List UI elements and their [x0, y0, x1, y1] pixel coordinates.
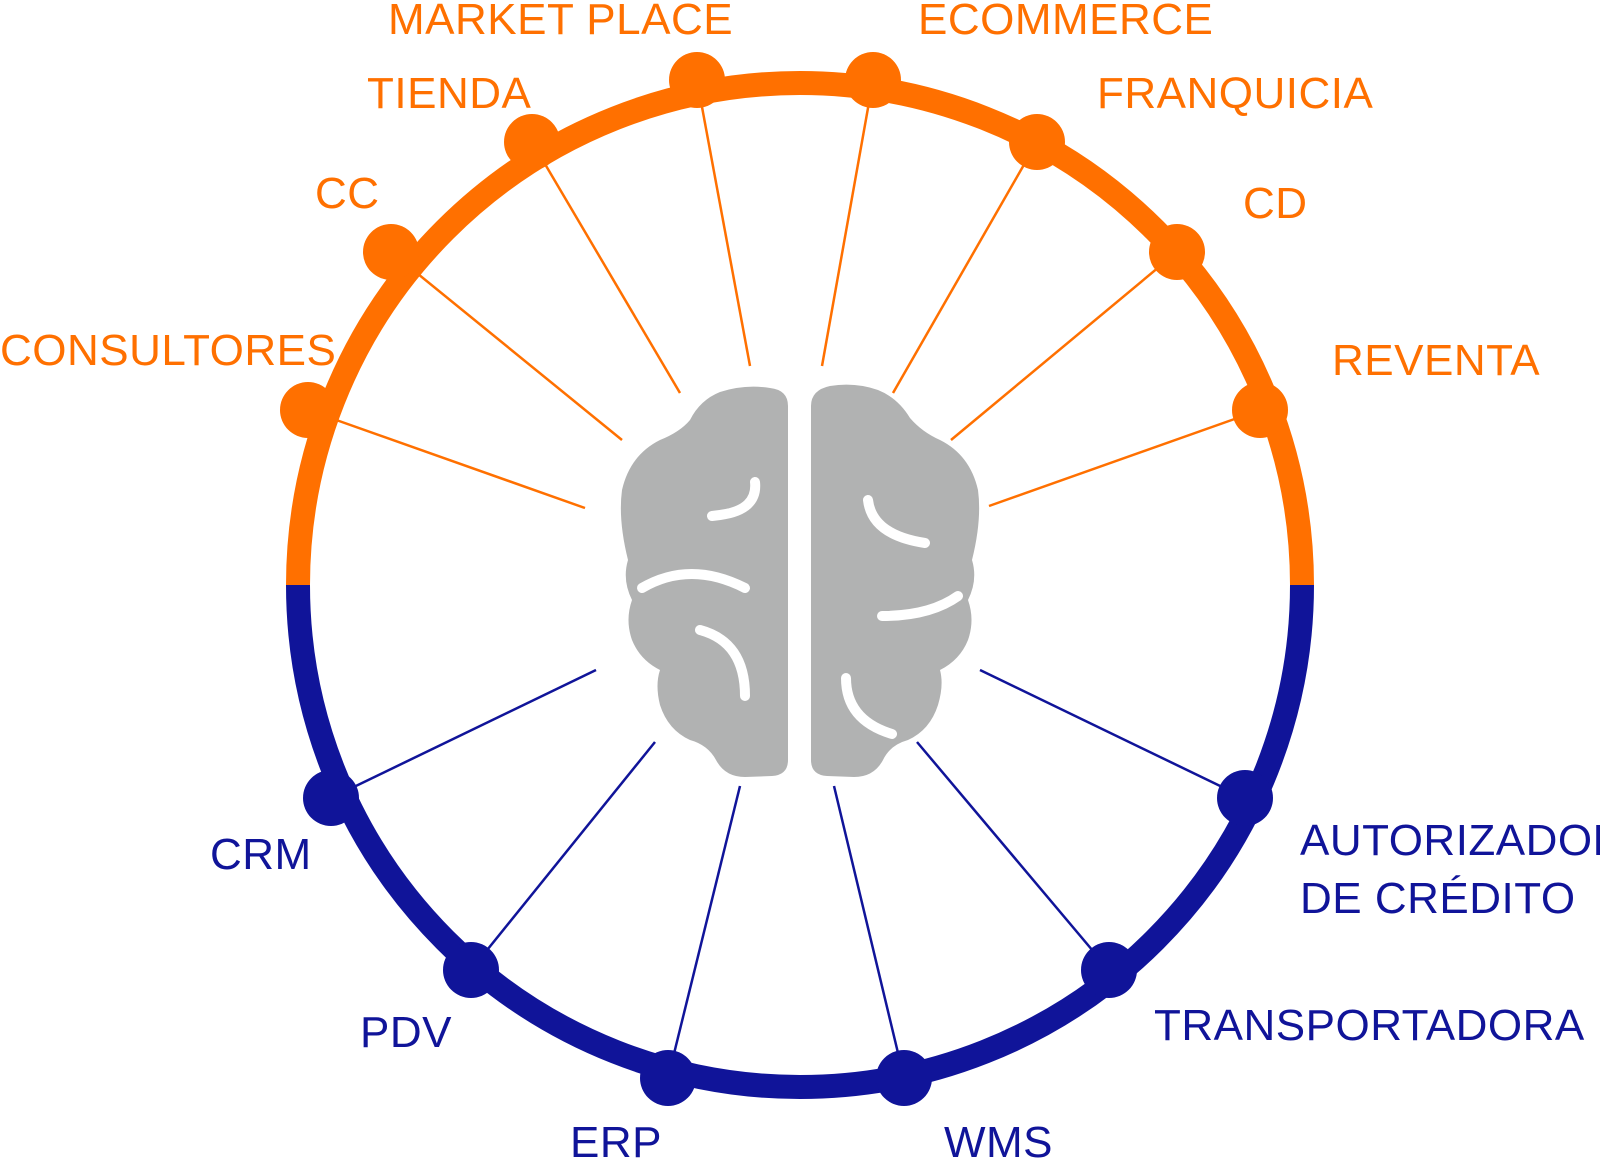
node-label-wms-line: WMS	[944, 1118, 1053, 1167]
connector-lines	[307, 79, 1261, 1079]
connector-tienda	[530, 141, 682, 394]
node-dot-cc	[363, 224, 419, 280]
connector-erp	[666, 785, 742, 1079]
node-dot-crm	[303, 770, 359, 826]
connector-transportadora	[916, 741, 1110, 971]
node-dot-wms	[876, 1050, 932, 1106]
node-label-franquicia-line: FRANQUICIA	[1097, 69, 1374, 118]
node-dot-ecommerce	[845, 52, 901, 108]
node-dot-erp	[640, 1050, 696, 1106]
node-label-crm-line: CRM	[210, 830, 312, 879]
connector-consultores	[307, 408, 586, 510]
brain-right-hemisphere	[811, 384, 980, 777]
ring-top-arc	[286, 71, 1314, 586]
node-label-reventa: REVENTA	[1332, 336, 1540, 385]
connector-cc	[390, 251, 623, 441]
node-dot-transportadora	[1081, 942, 1137, 998]
node-dot-reventa	[1232, 382, 1288, 438]
node-dot-market-place	[669, 52, 725, 108]
node-label-cc: CC	[315, 169, 380, 218]
node-dot-franquicia	[1009, 114, 1065, 170]
node-label-market-place: MARKET PLACE	[388, 0, 733, 44]
node-label-crm: CRM	[210, 830, 312, 879]
connector-ecommerce	[820, 79, 875, 367]
connector-wms	[832, 785, 906, 1079]
connector-cd	[950, 251, 1178, 441]
node-label-transportadora-line: TRANSPORTADORA	[1154, 1001, 1585, 1050]
node-dot-autorizadora	[1217, 770, 1273, 826]
node-label-erp-line: ERP	[570, 1118, 662, 1167]
node-label-autorizadora-line: AUTORIZADORA	[1300, 816, 1600, 865]
node-label-tienda: TIENDA	[367, 69, 532, 118]
node-label-erp: ERP	[570, 1118, 662, 1167]
node-dots	[280, 52, 1288, 1106]
node-label-reventa-line: REVENTA	[1332, 336, 1540, 385]
node-label-franquicia: FRANQUICIA	[1097, 69, 1374, 118]
node-label-transportadora: TRANSPORTADORA	[1154, 1001, 1585, 1050]
node-label-pdv-line: PDV	[360, 1008, 452, 1057]
connector-franquicia	[891, 141, 1039, 394]
brain-icon	[620, 384, 980, 777]
node-label-cd-line: CD	[1243, 179, 1308, 228]
connector-crm	[330, 668, 597, 800]
node-label-ecommerce-line: ECOMMERCE	[918, 0, 1213, 44]
node-label-ecommerce: ECOMMERCE	[918, 0, 1213, 44]
node-label-wms: WMS	[944, 1118, 1053, 1167]
node-label-autorizadora-line: DE CRÉDITO	[1300, 874, 1576, 923]
connector-reventa	[988, 408, 1261, 508]
node-dot-consultores	[280, 382, 336, 438]
node-label-consultores: CONSULTORES	[0, 326, 336, 375]
connector-autorizadora	[979, 668, 1246, 800]
node-dot-tienda	[504, 114, 560, 170]
node-label-pdv: PDV	[360, 1008, 452, 1057]
brain-folds	[637, 477, 963, 739]
node-label-consultores-line: CONSULTORES	[0, 326, 336, 375]
connector-pdv	[470, 741, 656, 971]
node-label-cd: CD	[1243, 179, 1308, 228]
node-dot-pdv	[443, 942, 499, 998]
node-dot-cd	[1149, 224, 1205, 280]
node-label-cc-line: CC	[315, 169, 380, 218]
node-label-autorizadora: AUTORIZADORA DE CRÉDITO	[1300, 816, 1600, 923]
hub-ring	[286, 71, 1314, 1099]
connector-market-place	[695, 79, 752, 367]
node-label-market-place-line: MARKET PLACE	[388, 0, 733, 44]
node-label-tienda-line: TIENDA	[367, 69, 532, 118]
